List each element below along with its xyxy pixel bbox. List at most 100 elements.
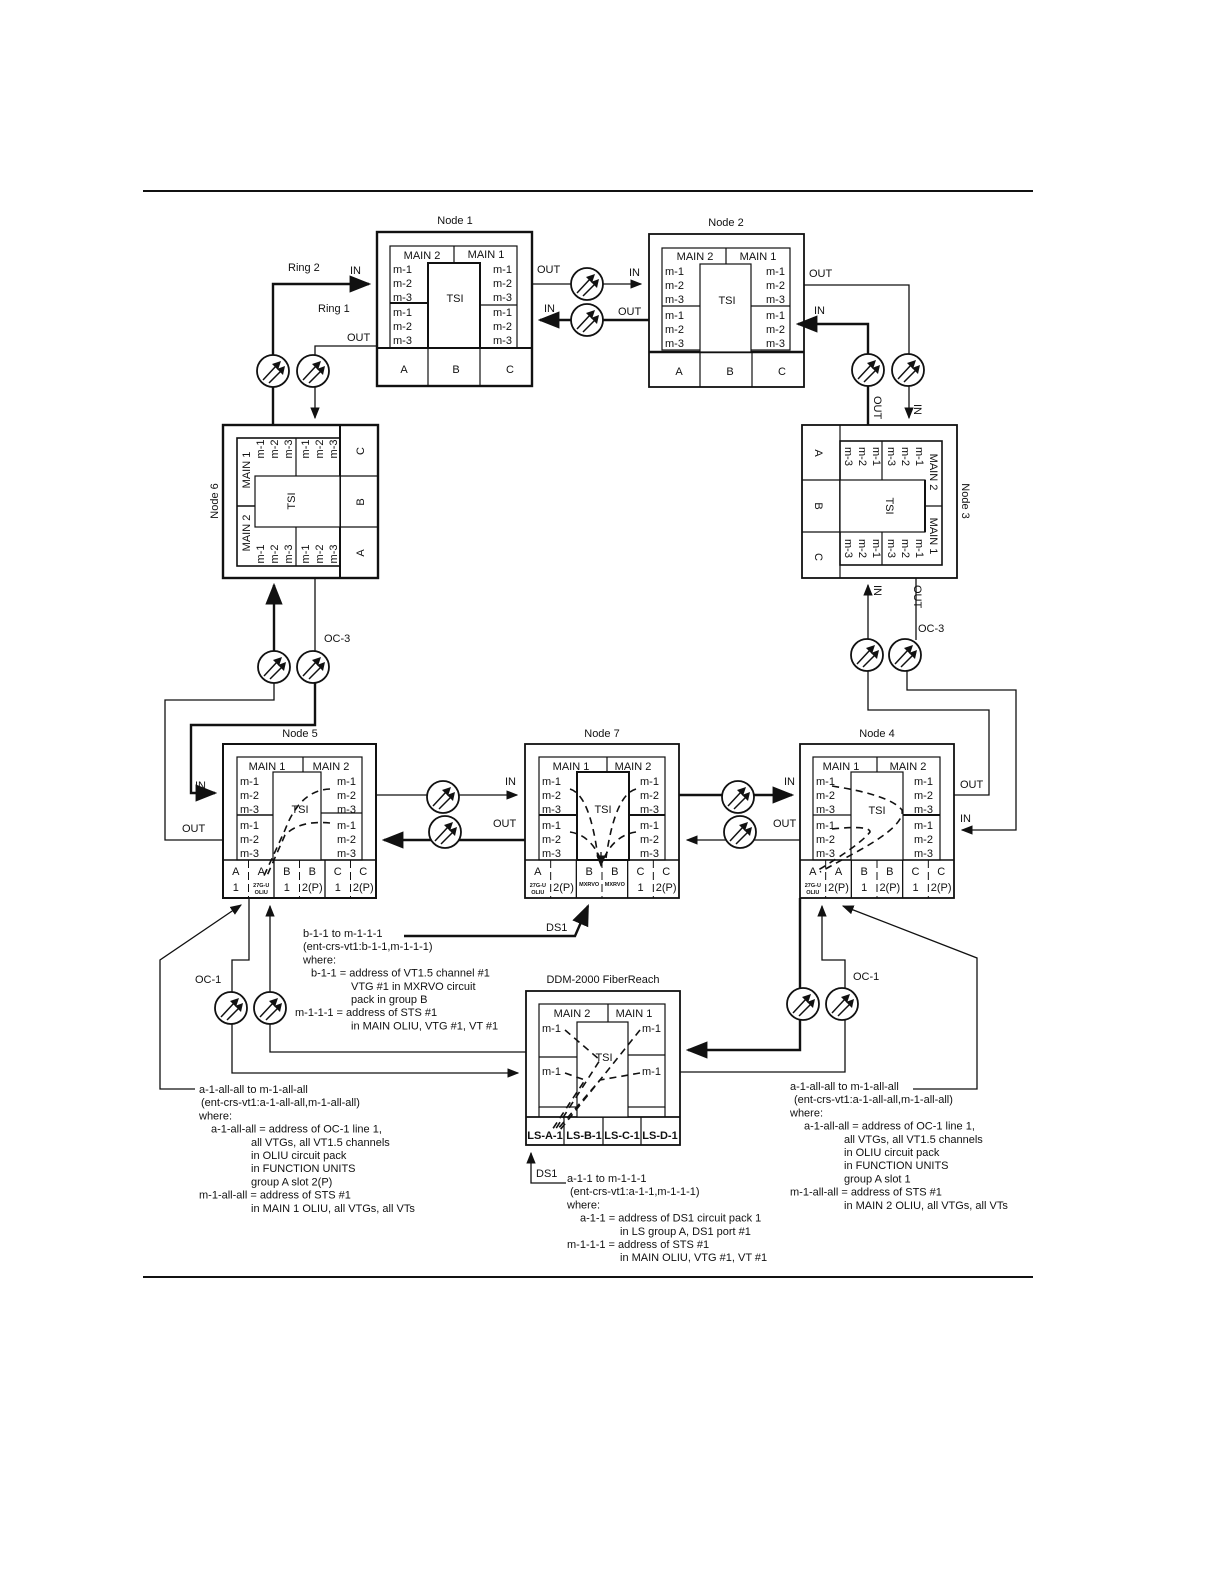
node-6-title: Node 6 [209,483,221,518]
port-label: m-1 [870,447,882,466]
slot-group-label: A [258,866,266,878]
node-3-group-c: C [812,553,824,561]
node-2-title: Node 2 [708,217,743,229]
in-label: IN [814,305,825,317]
port-label: m-1 [816,820,835,832]
out-label: OUT [182,823,206,835]
slot-pack-label: 2(P) [828,882,849,894]
node-6-main-a: MAIN 1 [241,452,253,489]
port-label: m-3 [914,804,933,816]
in-label: IN [911,404,923,415]
port-label: m-2 [240,834,259,846]
optical-link-icon [570,267,604,301]
note-line: in OLIU circuit pack [251,1150,347,1162]
node-2-main-right: MAIN 1 [740,251,777,263]
port-label: m-1 [766,310,785,322]
node-1-group-a: A [400,364,408,376]
port-label: m-2 [393,278,412,290]
slot-group-label: C [334,866,342,878]
port-label: m-1 [913,447,925,466]
port-label: m-1 [766,266,785,278]
port-label: m-3 [337,804,356,816]
note-line: in MAIN OLIU, VTG #1, VT #1 [620,1252,767,1264]
optical-link-icon [214,991,248,1025]
port-label: m-1 [255,545,267,564]
port-label: m-1 [337,820,356,832]
node-1: Node 1 MAIN 2 MAIN 1 TSI m-1m-2m-3 m-1m-… [375,215,534,388]
optical-link-icon [851,353,885,387]
port-label: m-3 [393,292,412,304]
note-line: (ent-crs-vt1:a-1-all-all,m-1-all-all) [201,1097,360,1109]
port-label: m-1 [240,820,259,832]
node-5-main-left: MAIN 1 [249,761,286,773]
port-label: m-1 [542,776,561,788]
port-label: m-2 [766,280,785,292]
slot-group-label: C [662,866,670,878]
note-line: in FUNCTION UNITS [251,1163,356,1175]
port-label: m-1 [914,776,933,788]
port-label: m-3 [328,545,340,564]
note-line: a-1-1 to m-1-1-1 [567,1173,646,1185]
oc-3-label: OC-3 [918,623,944,635]
fiberreach-tsi: TSI [595,1052,612,1064]
node-1-group-b: B [452,364,459,376]
optical-link-icon [296,650,330,684]
node-3: Node 3 MAIN 2 MAIN 1 TSI m-1m-2m-3 m-1m-… [801,424,971,579]
node-7-main-right: MAIN 2 [615,761,652,773]
port-label: m-2 [665,324,684,336]
port-label: m-1 [337,776,356,788]
node-3-title: Node 3 [959,483,971,518]
optical-link-icon [426,780,460,814]
port-label: m-2 [493,278,512,290]
node-7-tsi: TSI [594,804,611,816]
optical-link-icon [257,650,291,684]
node-2-group-b: B [726,366,733,378]
port-label: m-3 [816,848,835,860]
node-5: Node 5 MAIN 1 MAIN 2 TSI m-1m-2m-3 m-1m-… [222,728,377,899]
note-node7-ds1: b-1-1 to m-1-1-1(ent-crs-vt1:b-1-1,m-1-1… [295,928,498,1032]
node-2: Node 2 MAIN 2 MAIN 1 TSI m-1m-2m-3 m-1m-… [648,217,805,388]
note-line: b-1-1 = address of VT1.5 channel #1 [311,968,490,980]
out-label: OUT [911,585,923,609]
slot-group-label: A [534,866,542,878]
port-label: m-2 [640,790,659,802]
port-label: m-1 [914,820,933,832]
node-4-main-left: MAIN 1 [823,761,860,773]
port-label: m-1 [493,307,512,319]
optical-link-icons [214,267,925,1025]
port-label: m-2 [766,324,785,336]
note-line: a-1-all-all = address of OC-1 line 1, [804,1121,975,1133]
port-label: m-1 [493,264,512,276]
note-line: all VTGs, all VT1.5 channels [844,1134,983,1146]
port-label: m-3 [493,335,512,347]
port-label: m-2 [542,790,561,802]
note-line: where: [198,1110,232,1122]
slot-group-label: B [860,866,867,878]
out-label: OUT [493,818,517,830]
fiberreach-main-left: MAIN 2 [554,1008,591,1020]
note-line: in OLIU circuit pack [844,1147,940,1159]
note-line: m-1-1-1 = address of STS #1 [295,1007,437,1019]
oc-3-label: OC-3 [324,633,350,645]
slot-pack-label: 1 [233,882,239,894]
note-line: in FUNCTION UNITS [844,1160,949,1172]
optical-link-icon [570,303,604,337]
fiberreach-node: DDM-2000 FiberReach MAIN 2 MAIN 1 TSI m-… [525,974,681,1146]
slot-group-label: B [283,866,290,878]
out-label: OUT [871,396,883,420]
slot-pack-label: 1 [335,882,341,894]
fiberreach-title: DDM-2000 FiberReach [546,974,659,986]
note-line: VTG #1 in MXRVO circuit [351,981,476,993]
note-line: in MAIN 1 OLIU, all VTGs, all VTs [251,1203,415,1215]
optical-link-icon [256,354,290,388]
note-line: in LS group A, DS1 port #1 [620,1226,751,1238]
port-label: m-3 [816,804,835,816]
note-line: (ent-crs-vt1:a-1-1,m-1-1-1) [570,1186,700,1198]
port-label: m-1 [255,440,267,459]
note-node5-oc1: a-1-all-all to m-1-all-all(ent-crs-vt1:a… [198,1084,415,1215]
port-label: m-2 [914,834,933,846]
port-label: m-3 [240,804,259,816]
slot-group-label: C [937,866,945,878]
node-3-group-b: B [812,502,824,509]
